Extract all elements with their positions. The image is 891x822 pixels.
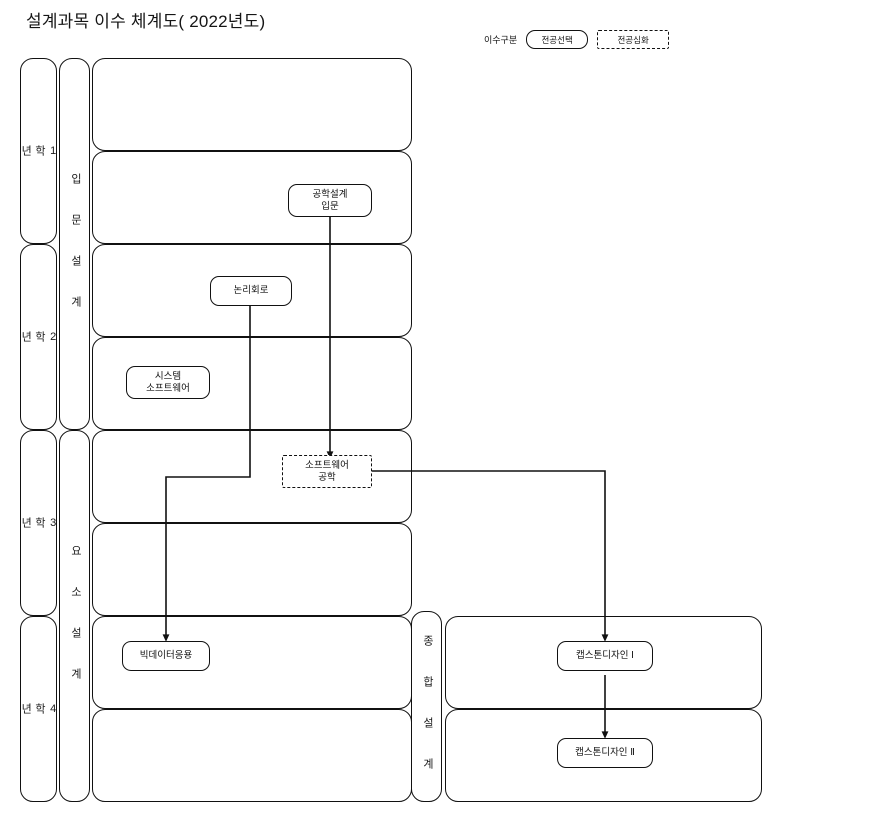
semester-panel-2 — [92, 151, 412, 244]
course-node-capstone-design-1[interactable]: 캡스톤디자인 Ⅰ — [557, 641, 653, 671]
year-column-2: 2 학 년 — [19, 244, 60, 430]
design-stage-element: 요 소 설 계 — [59, 430, 90, 802]
course-node-bigdata-application[interactable]: 빅데이터응용 — [122, 641, 210, 671]
legend: 이수구분 전공선택 전공심화 — [484, 29, 670, 50]
legend-label: 이수구분 — [484, 35, 518, 45]
design-stage-intro-label: 입 문 설 계 — [69, 172, 82, 316]
semester-panel-7 — [92, 616, 412, 709]
page-title: 설계과목 이수 체계도( 2022년도) — [26, 12, 266, 31]
year-label-4: 4 학 년 — [19, 702, 60, 716]
year-label-2: 2 학 년 — [19, 330, 60, 344]
year-column-1: 1 학 년 — [19, 58, 60, 244]
semester-panel-8-right — [445, 709, 762, 802]
design-stage-element-label: 요 소 설 계 — [69, 544, 82, 688]
legend-chip-major-elective: 전공선택 — [526, 30, 589, 49]
semester-panel-8 — [92, 709, 412, 802]
semester-panel-1 — [92, 58, 412, 151]
course-node-capstone-design-2[interactable]: 캡스톤디자인 Ⅱ — [557, 738, 653, 768]
semester-panel-6 — [92, 523, 412, 616]
design-stage-comprehensive-label: 종 합 설 계 — [421, 635, 434, 778]
semester-panel-4 — [92, 337, 412, 430]
year-column-4: 4 학 년 — [19, 616, 60, 802]
course-node-system-software[interactable]: 시스템 소프트웨어 — [126, 366, 210, 399]
course-node-engineering-design-intro[interactable]: 공학설계 입문 — [288, 184, 372, 217]
semester-panel-3 — [92, 244, 412, 337]
course-node-software-engineering[interactable]: 소프트웨어 공학 — [282, 455, 372, 488]
legend-chip-major-advanced: 전공심화 — [597, 30, 670, 49]
year-column-3: 3 학 년 — [19, 430, 60, 616]
design-stage-comprehensive: 종 합 설 계 — [411, 611, 442, 802]
course-node-logic-circuit[interactable]: 논리회로 — [210, 276, 292, 306]
year-label-3: 3 학 년 — [19, 516, 60, 530]
design-stage-intro: 입 문 설 계 — [59, 58, 90, 430]
year-label-1: 1 학 년 — [19, 144, 60, 158]
